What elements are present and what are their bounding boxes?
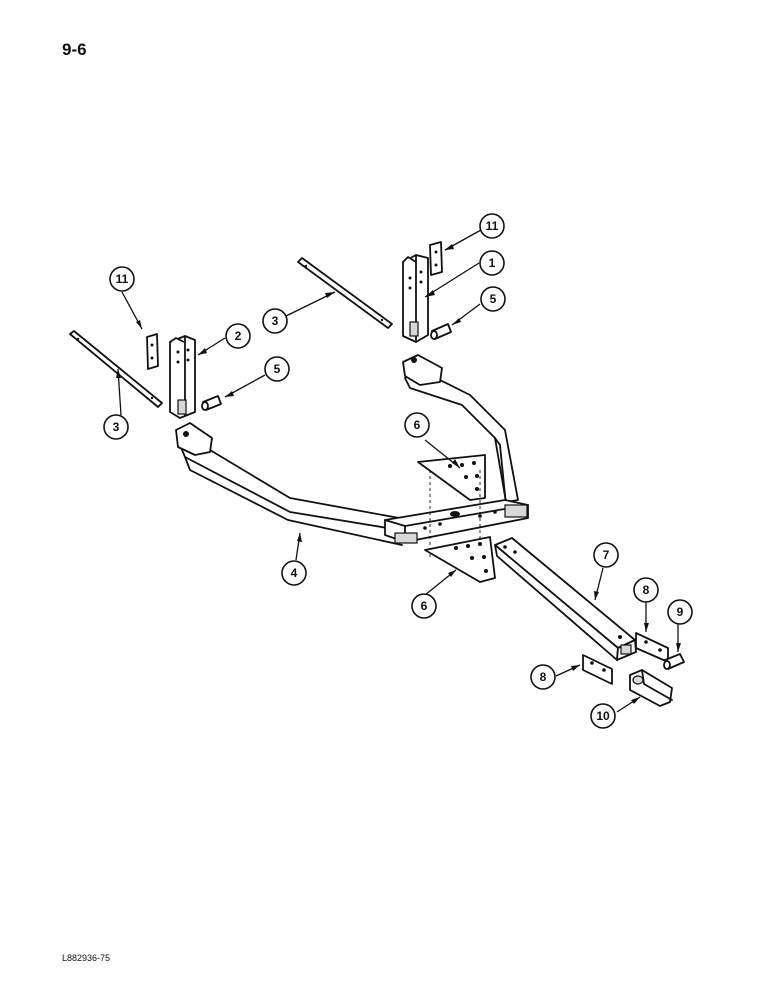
callout-6-lower: 6 [411,593,437,619]
callout-8-left: 8 [530,664,556,690]
left-flat-bar [69,330,163,408]
callout-7: 7 [593,542,619,568]
callout-8-right: 8 [633,577,659,603]
callout-11-right: 11 [479,213,505,239]
left-small-plate [146,333,159,370]
callout-5-right-label: 5 [490,292,497,306]
left-pin [201,395,222,411]
upper-gusset-plate [417,454,486,560]
callout-3-left-label: 3 [113,420,120,434]
callout-2-label: 2 [235,329,242,343]
callout-11-right-label: 11 [486,219,499,233]
callout-10-label: 10 [596,709,610,723]
callout-2: 2 [225,323,251,349]
callout-3-right: 3 [262,308,288,334]
right-small-plate [429,241,443,276]
page-number: 9-6 [62,40,87,59]
callout-11-left: 11 [109,266,135,292]
callout-5-left: 5 [264,356,290,382]
callout-1: 1 [479,250,505,276]
hitch-tongue [494,537,637,661]
leader-lines [116,229,681,713]
callout-5-left-label: 5 [274,362,281,376]
callout-5-right: 5 [480,286,506,312]
callout-4-label: 4 [291,566,298,580]
callout-3-right-label: 3 [272,314,279,328]
hitch-pin [663,653,685,670]
right-flat-bar [297,257,393,329]
figure-code: L882936-75 [62,953,111,963]
right-pin [430,323,452,340]
callout-11-left-label: 11 [116,272,129,286]
hitch-clevis [629,669,673,707]
callout-8-left-label: 8 [540,670,547,684]
right-mount-bracket [402,354,443,386]
callout-7-label: 7 [603,548,610,562]
right-side-plate [635,632,669,663]
callout-9-label: 9 [677,605,684,619]
left-upright-tube [169,335,196,419]
callout-6-lower-label: 6 [421,599,428,613]
callout-4: 4 [281,560,307,586]
lower-gusset-plate [424,536,496,583]
callout-3-left: 3 [103,414,129,440]
callout-6-upper: 6 [404,412,430,438]
left-mount-bracket [175,422,213,456]
right-upright-tube [402,254,429,343]
callout-10: 10 [590,703,616,729]
callout-9: 9 [667,599,693,625]
callout-8-right-label: 8 [643,583,650,597]
center-crossmember [384,499,529,544]
left-side-plate [582,654,613,685]
callout-6-upper-label: 6 [414,418,421,432]
callout-1-label: 1 [489,256,496,270]
